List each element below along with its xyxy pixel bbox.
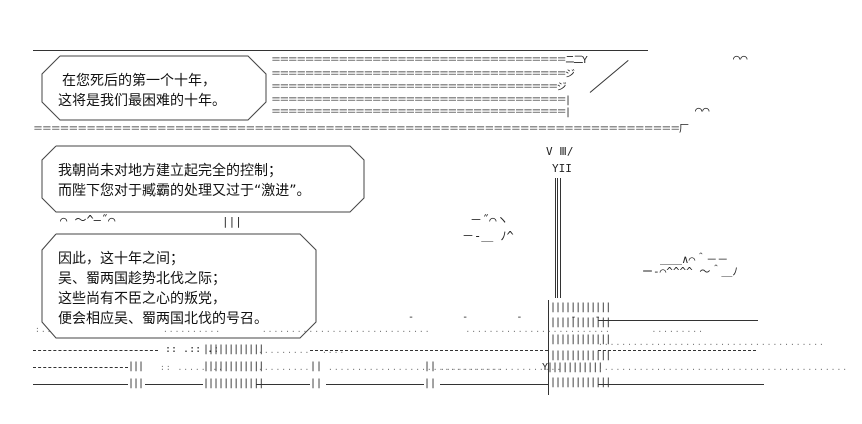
wall-dots: ......... — [258, 363, 311, 372]
wall-dots: ........................................… — [598, 363, 849, 372]
caption-line: 吴、蜀两国趁势北伐之际； — [58, 271, 226, 287]
cloud-icon: －‐＿ ﾉ^ — [462, 229, 514, 243]
wave-decoration: ⌒ ～^—˝⌒ — [60, 213, 116, 227]
roof-tiles-row: ＝＝＝＝＝＝＝＝＝＝＝＝＝＝＝＝＝＝＝＝＝＝＝＝＝＝＝＝＝＝＝＝＝＝＝ニ二Y — [271, 55, 588, 66]
wall-dots: :: ..... .. — [160, 363, 224, 372]
caption-box-3: 因此，这十年之间； 吴、蜀两国趁势北伐之际； 这些尚有不臣之心的叛党， 便会相应… — [38, 230, 320, 342]
pillar-shaft — [555, 178, 558, 298]
wall-bars: || — [310, 378, 323, 389]
wall-bars: |||||||||||| — [203, 361, 264, 372]
caption-box-2: 我朝尚未对地方建立起完全的控制； 而陛下您对于臧霸的处理又过于“激进”。 — [38, 142, 366, 216]
pillar-base-lines: |||||||||||| — [550, 350, 611, 361]
bird-icon: ⌒⌒ — [733, 51, 748, 65]
caption-box-1: 在您死后的第一个十年， 这将是我们最困难的十年。 — [38, 52, 270, 124]
caption-line: 这将是我们最困难的十年。 — [58, 93, 226, 109]
wall-bars: |||||||||||| — [203, 344, 264, 355]
roof-tiles-row: ＝＝＝＝＝＝＝＝＝＝＝＝＝＝＝＝＝＝＝＝＝＝＝＝＝＝＝＝＝＝＝＝＝＝＝| — [271, 95, 571, 106]
pillar-shaft — [560, 178, 561, 298]
roof-tiles-row: ＝＝＝＝＝＝＝＝＝＝＝＝＝＝＝＝＝＝＝＝＝＝＝＝＝＝＝＝＝＝＝＝＝＝＝| — [271, 107, 571, 118]
pillar-capital: V Ⅲ/ — [546, 145, 574, 158]
caption-line: 这些尚有不臣之心的叛党， — [58, 291, 226, 307]
wall-bars: |||||||||||| — [203, 378, 264, 389]
pillar-base-lines: |||||||||||| — [550, 317, 611, 328]
wall-bars: || — [424, 361, 437, 372]
cloud-icon: ー‐⌒^^^^ ～＾＿ﾉ — [642, 265, 738, 278]
ground-dashes: - - - - - — [408, 312, 601, 323]
pillar-base-lines: |||||||||||| — [550, 302, 611, 313]
ground-dots: :.. .......... .........................… — [35, 325, 704, 334]
roof-tiles-row: ＝＝＝＝＝＝＝＝＝＝＝＝＝＝＝＝＝＝＝＝＝＝＝＝＝＝＝＝＝＝＝＝＝＝＝ジ — [271, 69, 575, 80]
wall-bars: || — [424, 378, 437, 389]
pillar-top: YII — [552, 162, 572, 175]
roof-slope-line — [589, 59, 629, 93]
cloud-icon: －˝⌒ヽ — [470, 213, 509, 227]
wall-line — [598, 350, 756, 351]
wall-line — [33, 367, 128, 368]
cloud-icon: ＿＿∧⌒＾－－ — [660, 253, 729, 266]
roof-top-line — [33, 50, 648, 51]
wall-line — [33, 384, 128, 385]
caption-line: 便会相应吴、蜀两国北伐的号召。 — [58, 311, 268, 327]
wall-line — [145, 384, 203, 385]
caption-line: 我朝尚未对地方建立起完全的控制； — [58, 163, 282, 179]
pillar-base-y: Y||||||||||| — [542, 362, 603, 373]
roof-tiles-row: ＝＝＝＝＝＝＝＝＝＝＝＝＝＝＝＝＝＝＝＝＝＝＝＝＝＝＝＝＝＝＝＝＝＝ジ — [271, 82, 567, 93]
ground-dots: ....................................... — [598, 338, 825, 347]
wall-dots: ..................... — [440, 363, 563, 372]
wall-line — [598, 384, 764, 385]
bird-icon: ⌒⌒ — [695, 103, 710, 117]
wall-dots: ......... .... — [258, 346, 346, 355]
caption-line: 因此，这十年之间； — [58, 251, 184, 267]
pillar-base — [548, 300, 549, 395]
wall-bars: ||| — [128, 361, 144, 372]
ground-line — [598, 320, 758, 321]
wall-dots: .............................. — [328, 363, 503, 372]
roof-tiles-row: ＝＝＝＝＝＝＝＝＝＝＝＝＝＝＝＝＝＝＝＝＝＝＝＝＝＝＝＝＝＝＝＝＝＝＝＝＝＝＝＝… — [33, 124, 689, 135]
wall-line — [33, 350, 158, 351]
caption-line: 在您死后的第一个十年， — [62, 73, 216, 89]
post-mark: ||| — [222, 215, 242, 228]
wall-line — [256, 384, 310, 385]
wall-bars: ||| — [128, 378, 144, 389]
wall-bars: || — [310, 361, 323, 372]
wall-dots: :: .:: .: — [165, 344, 220, 355]
wall-line — [440, 384, 548, 385]
wall-line — [326, 384, 424, 385]
pillar-base-lines: |||||||||||| — [550, 334, 611, 345]
wall-line — [310, 350, 548, 351]
pillar-base-lines: |||||||||||| — [550, 377, 611, 388]
caption-line: 而陛下您对于臧霸的处理又过于“激进”。 — [58, 183, 311, 199]
